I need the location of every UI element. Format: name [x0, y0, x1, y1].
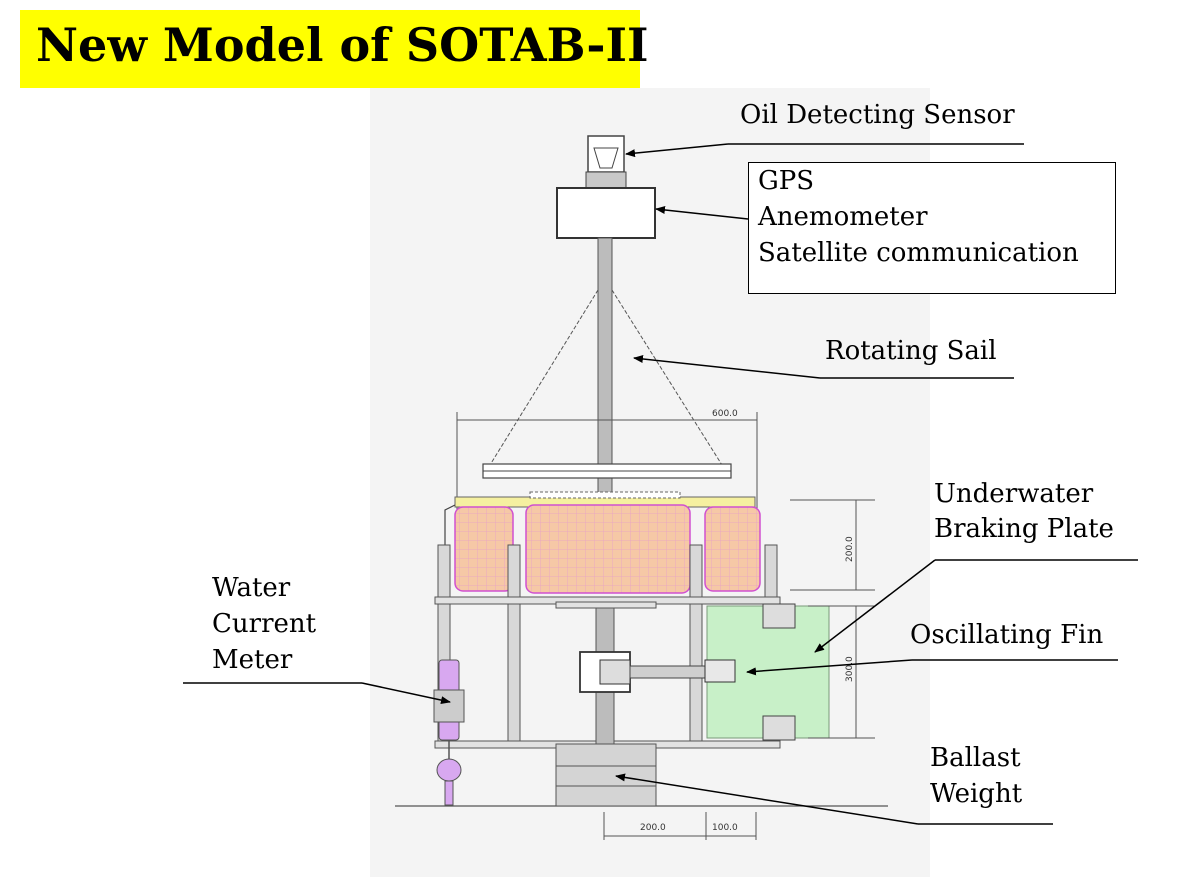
dimension-right — [790, 499, 875, 739]
label-current: Current — [212, 609, 317, 639]
mast — [597, 237, 613, 499]
electronics-box — [556, 187, 656, 239]
float-center — [525, 504, 691, 594]
float-hatch — [529, 491, 681, 499]
label-anemometer: Anemometer — [758, 202, 928, 232]
label-braking-plate-1: Underwater — [934, 479, 1094, 509]
callout-lines — [183, 143, 1138, 825]
label-satellite: Satellite communication — [758, 238, 1079, 268]
label-braking-plate-2: Braking Plate — [934, 514, 1114, 544]
sail-rigging — [489, 289, 723, 466]
dimension-bottom — [603, 812, 757, 840]
dim-bottom-right: 100.0 — [712, 823, 738, 833]
label-oil-sensor: Oil Detecting Sensor — [740, 100, 1015, 130]
dim-right-lower: 300.0 — [845, 656, 855, 682]
ballast-block — [555, 743, 657, 807]
title-banner: New Model of SOTAB-II — [20, 10, 649, 88]
oscillating-fin-plate — [704, 603, 830, 741]
float-left — [454, 506, 514, 592]
label-weight: Weight — [930, 779, 1023, 809]
dim-top-label: 600.0 — [712, 409, 738, 419]
oil-sensor-unit — [585, 135, 627, 189]
dim-bottom-left: 200.0 — [640, 823, 666, 833]
components-callout-box — [748, 162, 1116, 294]
label-rotating-sail: Rotating Sail — [825, 336, 997, 366]
label-meter: Meter — [212, 645, 293, 675]
label-oscillating-fin: Oscillating Fin — [910, 620, 1104, 650]
dimension-top — [456, 412, 758, 510]
page-title: New Model of SOTAB-II — [36, 18, 649, 72]
dim-right-upper: 200.0 — [845, 536, 855, 562]
label-gps: GPS — [758, 166, 815, 196]
float-right — [704, 506, 761, 592]
label-water: Water — [212, 573, 291, 603]
label-ballast: Ballast — [930, 743, 1021, 773]
sail-boom — [482, 463, 732, 479]
fin-actuator — [579, 651, 707, 693]
